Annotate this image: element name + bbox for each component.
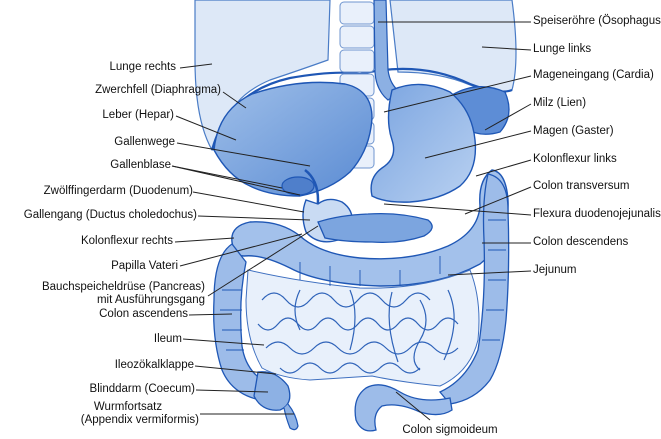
label-ileum: Ileum: [153, 333, 182, 345]
label-pancreas-line1: Bauchspeicheldrüse (Pancreas): [41, 281, 205, 293]
label-colon-sigmoideum: Colon sigmoideum: [402, 424, 498, 436]
label-leber: Leber (Hepar): [102, 109, 174, 121]
label-blinddarm: Blinddarm (Coecum): [89, 383, 195, 395]
colon-descendens-shape: [438, 173, 510, 405]
label-milz: Milz (Lien): [533, 97, 587, 109]
label-magen: Magen (Gaster): [533, 125, 614, 137]
label-papilla-vateri: Papilla Vateri: [111, 260, 178, 272]
label-speiseroehre: Speiseröhre (Ösophagus): [533, 15, 661, 27]
colon-haustra: [220, 219, 506, 351]
appendix: [283, 403, 299, 431]
pancreas: [317, 212, 433, 244]
label-jejunum: Jejunum: [533, 264, 577, 276]
label-ileozoekalklappe: Ileozökalklappe: [114, 359, 194, 371]
label-colon-descendens: Colon descendens: [533, 236, 629, 248]
label-colon-ascendens: Colon ascendens: [99, 308, 188, 320]
label-gallenwege: Gallenwege: [114, 136, 175, 148]
label-mageneingang: Mageneingang (Cardia): [533, 69, 654, 81]
label-wurmfortsatz-line1: Wurmfortsatz: [93, 401, 163, 413]
stomach: [370, 83, 477, 203]
leader-lines: [171, 21, 532, 421]
label-zwoelffingerdarm: Zwölffingerdarm (Duodenum): [43, 185, 193, 197]
label-lunge-links: Lunge links: [533, 43, 592, 55]
cecum: [253, 371, 291, 411]
label-kolonflexur-links: Kolonflexur links: [533, 153, 617, 165]
label-gallengang: Gallengang (Ductus choledochus): [23, 209, 197, 221]
label-lunge-rechts: Lunge rechts: [109, 61, 177, 73]
label-kolonflexur-rechts: Kolonflexur rechts: [80, 235, 173, 247]
label-flexura: Flexura duodenojejunalis: [533, 208, 661, 220]
liver: [213, 81, 373, 197]
label-wurmfortsatz-line2: (Appendix vermiformis): [80, 414, 199, 426]
small-intestine-loops: [257, 289, 459, 374]
label-gallenblase: Gallenblase: [110, 159, 171, 171]
label-pancreas-line2: mit Ausführungsgang: [96, 294, 205, 306]
label-colon-transversum: Colon transversum: [533, 180, 630, 192]
label-zwerchfell: Zwerchfell (Diaphragma): [95, 84, 221, 96]
small-intestine: [245, 269, 480, 387]
